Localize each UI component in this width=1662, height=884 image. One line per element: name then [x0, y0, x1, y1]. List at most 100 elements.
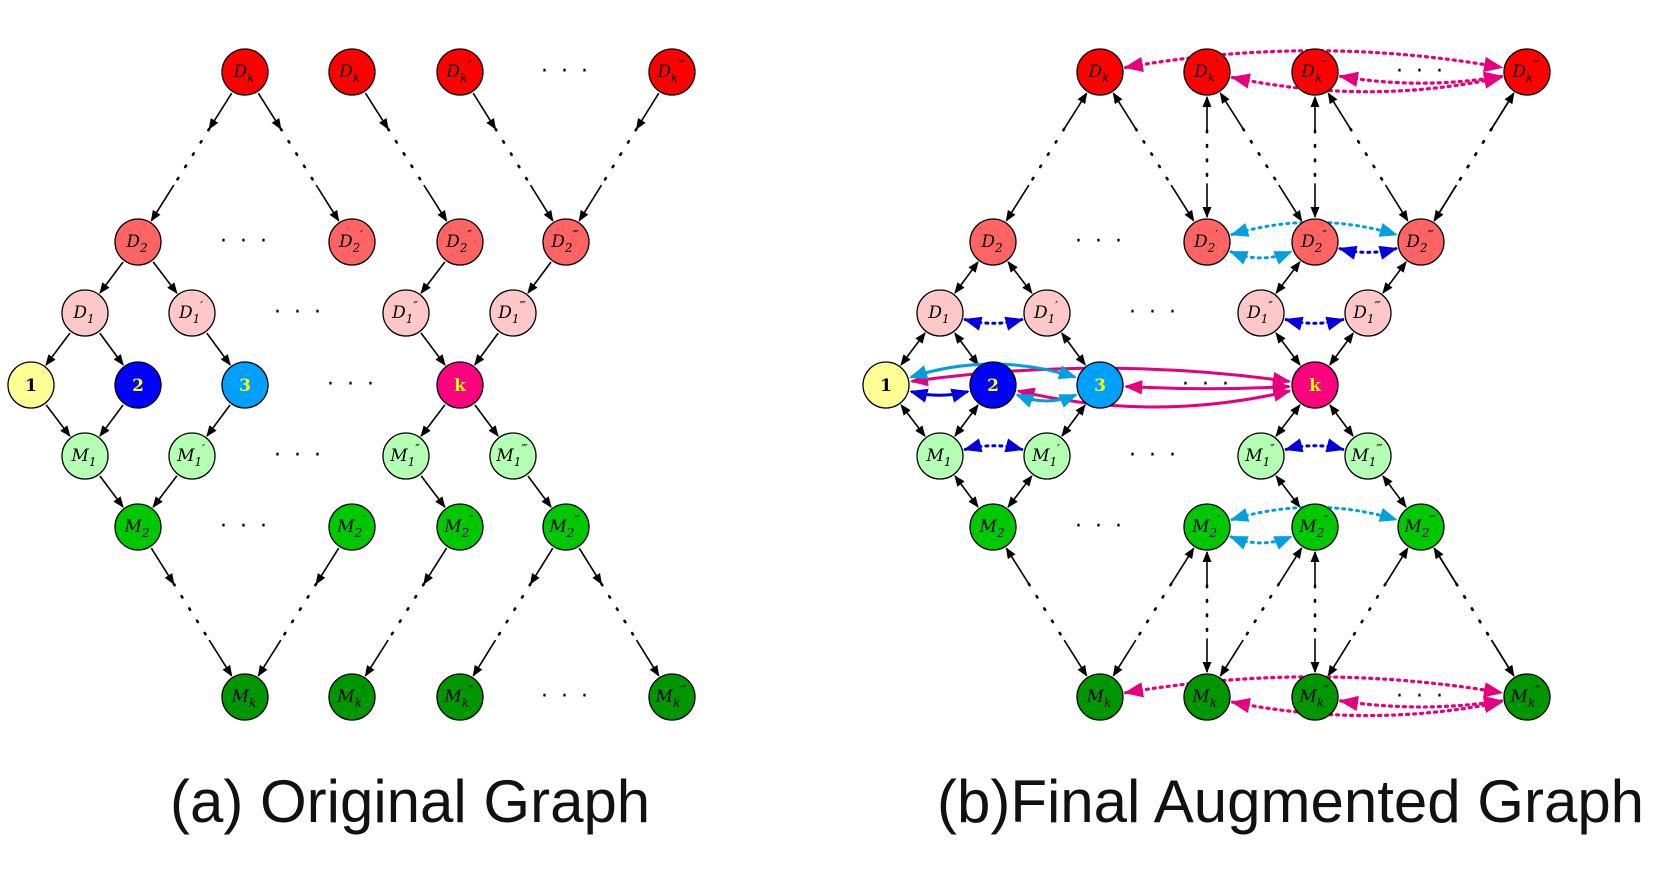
node-a-D2a[interactable]: D2′ — [328, 218, 376, 266]
node-b-M2-label: M2 — [978, 517, 1004, 540]
node-a-D1b[interactable]: D1″ — [382, 289, 430, 337]
node-a-D2-circle — [114, 218, 162, 266]
node-b-M2a[interactable]: M2′ — [1183, 503, 1231, 551]
node-b-n1-label: 1 — [880, 376, 892, 396]
edge-b-nk-M1b — [1275, 404, 1301, 437]
node-a-D1b-label: D1″ — [391, 299, 418, 326]
chain-b-M2c-Mk3 — [1433, 547, 1515, 677]
node-a-M1c-circle — [489, 432, 537, 480]
node-b-M1[interactable]: M1 — [916, 432, 964, 480]
node-a-M1[interactable]: M1 — [61, 432, 109, 480]
node-a-D1a[interactable]: D1′ — [168, 289, 216, 337]
node-b-Dk3[interactable]: Dk‴ — [1503, 48, 1551, 96]
node-a-M2b[interactable]: M2″ — [436, 503, 484, 551]
node-b-Mk1[interactable]: Mk′ — [1183, 673, 1231, 721]
edge-a-nk-M1c — [474, 404, 499, 437]
node-a-D2b-label: D2″ — [445, 228, 472, 255]
node-a-M1c[interactable]: M1‴ — [489, 432, 537, 480]
node-a-Dk1[interactable]: Dk′ — [328, 48, 376, 96]
node-a-M2a-label: M2′ — [336, 513, 365, 540]
node-a-D2b[interactable]: D2″ — [436, 218, 484, 266]
node-b-nk-label: k — [1309, 376, 1322, 396]
node-b-D2-circle — [969, 218, 1017, 266]
chain-b-M2b-Mk1 — [1219, 547, 1303, 677]
node-a-Dk3[interactable]: Dk‴ — [648, 48, 696, 96]
node-b-D1b[interactable]: D1″ — [1237, 289, 1285, 337]
node-a-M1b-label: M1″ — [389, 442, 420, 469]
edge-a-M1c-M2c — [527, 475, 552, 508]
node-b-D1[interactable]: D1 — [916, 289, 964, 337]
edge-b-M1-M2 — [954, 475, 979, 508]
node-a-Mk3[interactable]: Mk‴ — [648, 673, 696, 721]
node-b-Mk3[interactable]: Mk‴ — [1503, 673, 1551, 721]
edge-b-nk-M1c — [1329, 404, 1354, 437]
chain-a-M2b-Mk1 — [364, 547, 448, 677]
node-a-nk[interactable]: k — [436, 361, 484, 409]
node-b-n1[interactable]: 1 — [862, 361, 910, 409]
node-a-nk-circle — [436, 361, 484, 409]
node-a-D1a-circle — [168, 289, 216, 337]
edge-b-n3-M1a — [1061, 404, 1086, 437]
node-b-Dk2[interactable]: Dk″ — [1291, 48, 1339, 96]
node-b-Mk2[interactable]: Mk″ — [1291, 673, 1339, 721]
node-b-D1c[interactable]: D1‴ — [1344, 289, 1392, 337]
node-a-Mk1[interactable]: Mk′ — [328, 673, 376, 721]
node-b-M2[interactable]: M2 — [969, 503, 1017, 551]
node-b-M2c[interactable]: M2‴ — [1397, 503, 1445, 551]
node-b-M1c-circle — [1344, 432, 1392, 480]
node-a-M2c[interactable]: M2‴ — [542, 503, 590, 551]
node-a-n3-label: 3 — [239, 376, 251, 396]
node-b-M2b-circle — [1291, 503, 1339, 551]
node-b-D1-label: D1 — [927, 303, 949, 326]
ellipsis-b-2: · · · — [1129, 300, 1179, 325]
edge-a-D1a-n3 — [206, 332, 231, 366]
node-a-M2a-circle — [328, 503, 376, 551]
node-b-D2a-label: D2′ — [1193, 228, 1218, 255]
node-b-Dk-circle — [1076, 48, 1124, 96]
node-a-D2[interactable]: D2 — [114, 218, 162, 266]
node-b-D2b[interactable]: D2″ — [1291, 218, 1339, 266]
node-b-D2c[interactable]: D2‴ — [1397, 218, 1445, 266]
node-a-D1c[interactable]: D1‴ — [489, 289, 537, 337]
node-a-M2a[interactable]: M2′ — [328, 503, 376, 551]
node-b-Mk[interactable]: Mk — [1076, 673, 1124, 721]
node-a-Dk2[interactable]: Dk″ — [436, 48, 484, 96]
edge-b-D1a-n3 — [1061, 332, 1086, 366]
node-b-n3[interactable]: 3 — [1076, 361, 1124, 409]
node-a-M1a[interactable]: M1′ — [168, 432, 216, 480]
node-b-nk[interactable]: k — [1291, 361, 1339, 409]
node-a-Mk2[interactable]: Mk″ — [436, 673, 484, 721]
node-a-n3[interactable]: 3 — [221, 361, 269, 409]
link-m1-m1a — [963, 438, 1024, 453]
node-b-D2[interactable]: D2 — [969, 218, 1017, 266]
node-a-M1b[interactable]: M1″ — [382, 432, 430, 480]
node-b-Mk3-circle — [1503, 673, 1551, 721]
node-a-n2-circle — [114, 361, 162, 409]
node-b-n2[interactable]: 2 — [969, 361, 1017, 409]
node-b-D1a[interactable]: D1′ — [1023, 289, 1071, 337]
node-b-M1b[interactable]: M1″ — [1237, 432, 1285, 480]
node-b-M1c[interactable]: M1‴ — [1344, 432, 1392, 480]
node-a-n2[interactable]: 2 — [114, 361, 162, 409]
node-a-D1[interactable]: D1 — [61, 289, 109, 337]
ellipsis-a-0: · · · — [541, 59, 591, 84]
ellipsis-b-4: · · · — [1129, 443, 1179, 468]
edge-a-nk-M1b — [420, 404, 446, 437]
node-b-M1a[interactable]: M1′ — [1023, 432, 1071, 480]
node-b-M2b[interactable]: M2″ — [1291, 503, 1339, 551]
node-a-Mk[interactable]: Mk — [221, 673, 269, 721]
node-a-Mk-label: Mk — [231, 687, 257, 710]
node-a-n1[interactable]: 1 — [7, 361, 55, 409]
node-a-M1a-label: M1′ — [176, 442, 205, 469]
node-a-M2[interactable]: M2 — [114, 503, 162, 551]
node-a-D1-label: D1 — [72, 303, 94, 326]
node-b-Dk1[interactable]: Dk′ — [1183, 48, 1231, 96]
node-b-Dk[interactable]: Dk — [1076, 48, 1124, 96]
node-b-M2-circle — [969, 503, 1017, 551]
node-a-Mk1-label: Mk′ — [336, 683, 365, 710]
node-a-D2c[interactable]: D2‴ — [542, 218, 590, 266]
node-a-Dk[interactable]: Dk — [221, 48, 269, 96]
node-b-D2a[interactable]: D2′ — [1183, 218, 1231, 266]
